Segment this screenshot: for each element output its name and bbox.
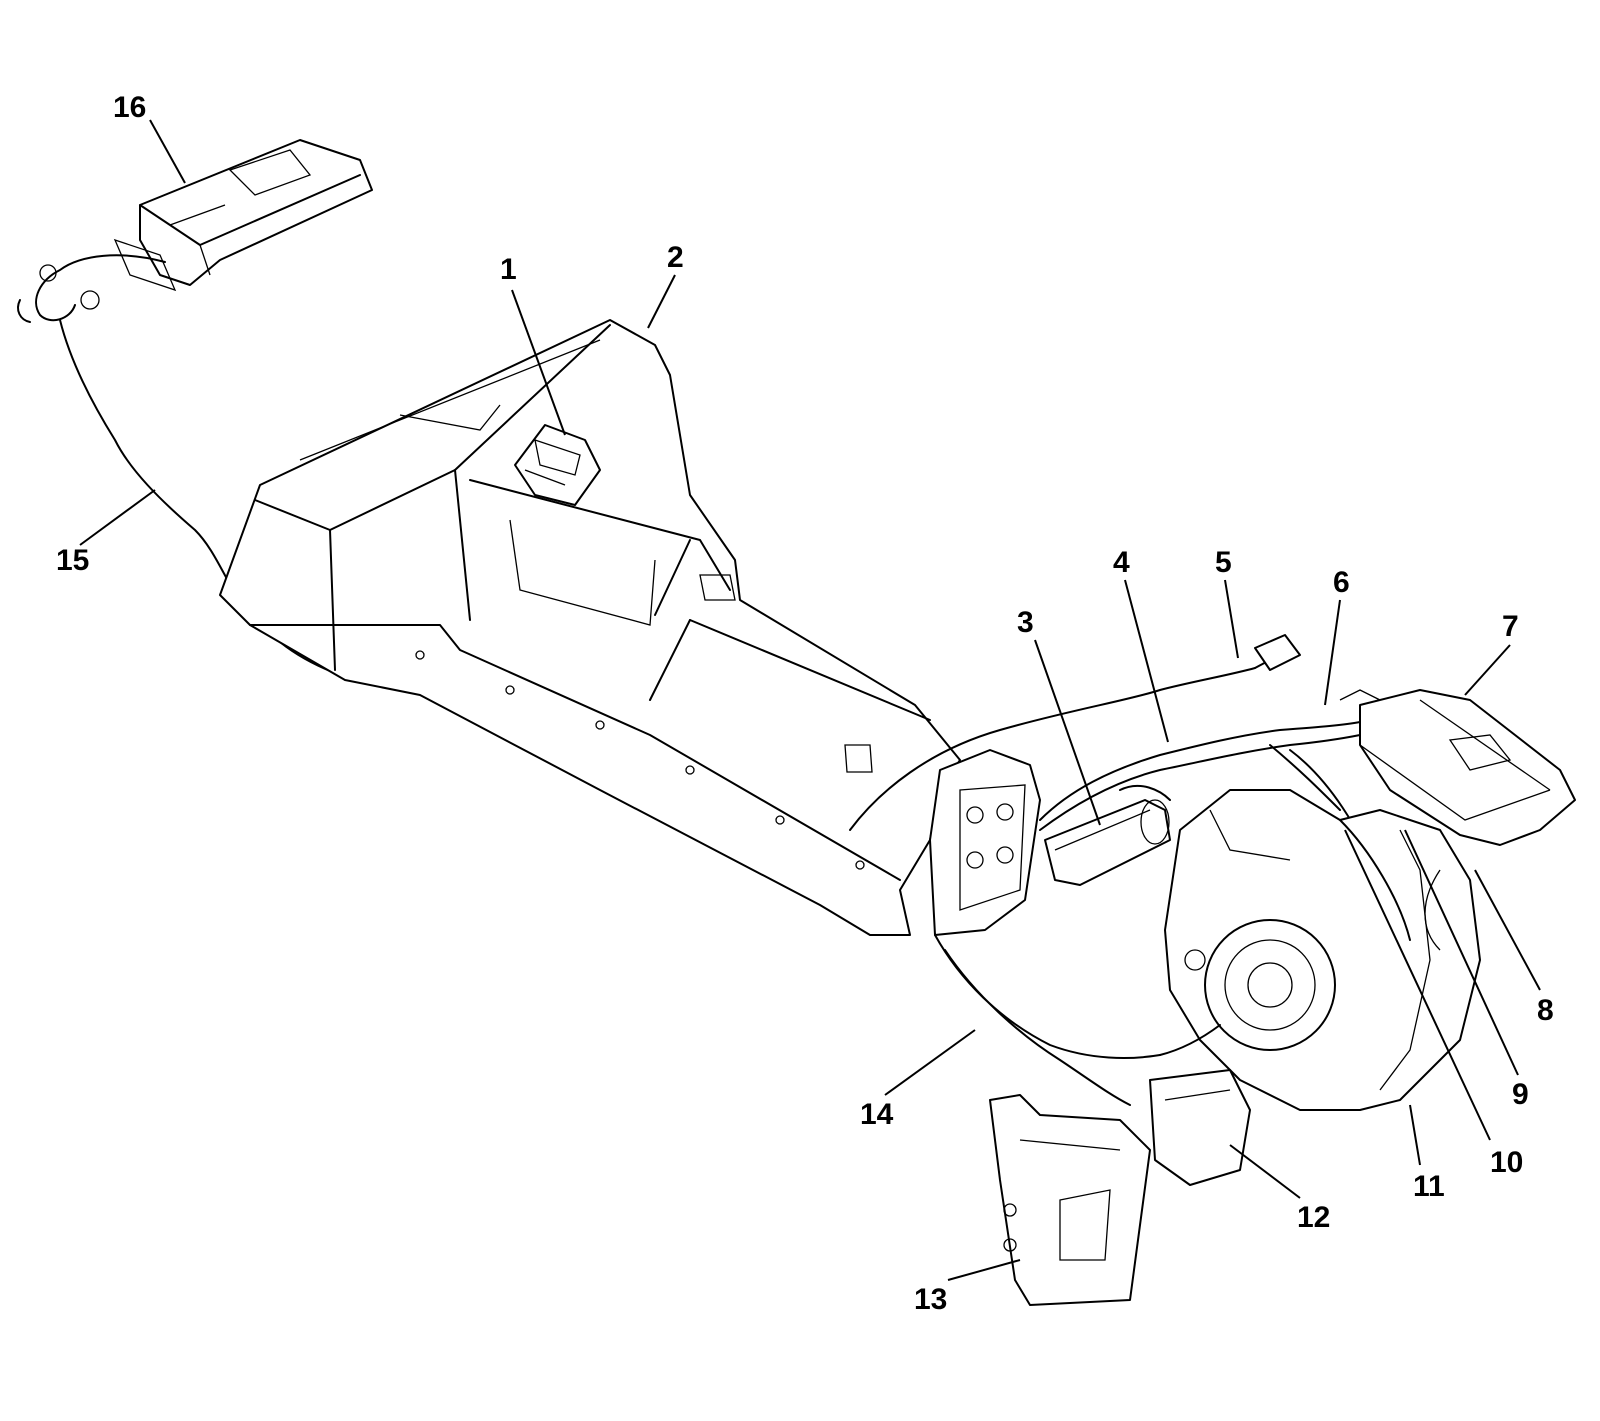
callout-9: 9 <box>1512 1078 1529 1111</box>
transmission <box>1164 789 1481 1111</box>
callout-12: 12 <box>1297 1201 1331 1234</box>
callout-5: 5 <box>1215 546 1232 579</box>
component-3 <box>1044 799 1171 886</box>
callout-6: 6 <box>1333 566 1350 599</box>
callout-10: 10 <box>1490 1146 1524 1179</box>
battery-tray-2 <box>219 319 961 936</box>
callout-1: 1 <box>500 253 517 286</box>
callout-11: 11 <box>1413 1170 1445 1203</box>
callout-14: 14 <box>860 1098 894 1131</box>
module-7 <box>1339 689 1576 846</box>
battery-front-connector <box>929 749 1041 936</box>
callout-7: 7 <box>1502 610 1519 643</box>
callout-8: 8 <box>1537 994 1554 1027</box>
callout-15: 15 <box>56 544 90 577</box>
callout-16: 16 <box>113 91 147 124</box>
harness-14 <box>934 934 1221 1106</box>
leader-lines <box>79 119 1541 1281</box>
connector-1 <box>514 424 601 506</box>
callout-13: 13 <box>914 1283 948 1316</box>
callout-3: 3 <box>1017 606 1034 639</box>
callout-4: 4 <box>1113 546 1130 579</box>
connector-12 <box>1149 1069 1251 1186</box>
module-16 <box>113 139 373 292</box>
bracket-13 <box>989 1094 1151 1306</box>
callout-2: 2 <box>667 241 684 274</box>
